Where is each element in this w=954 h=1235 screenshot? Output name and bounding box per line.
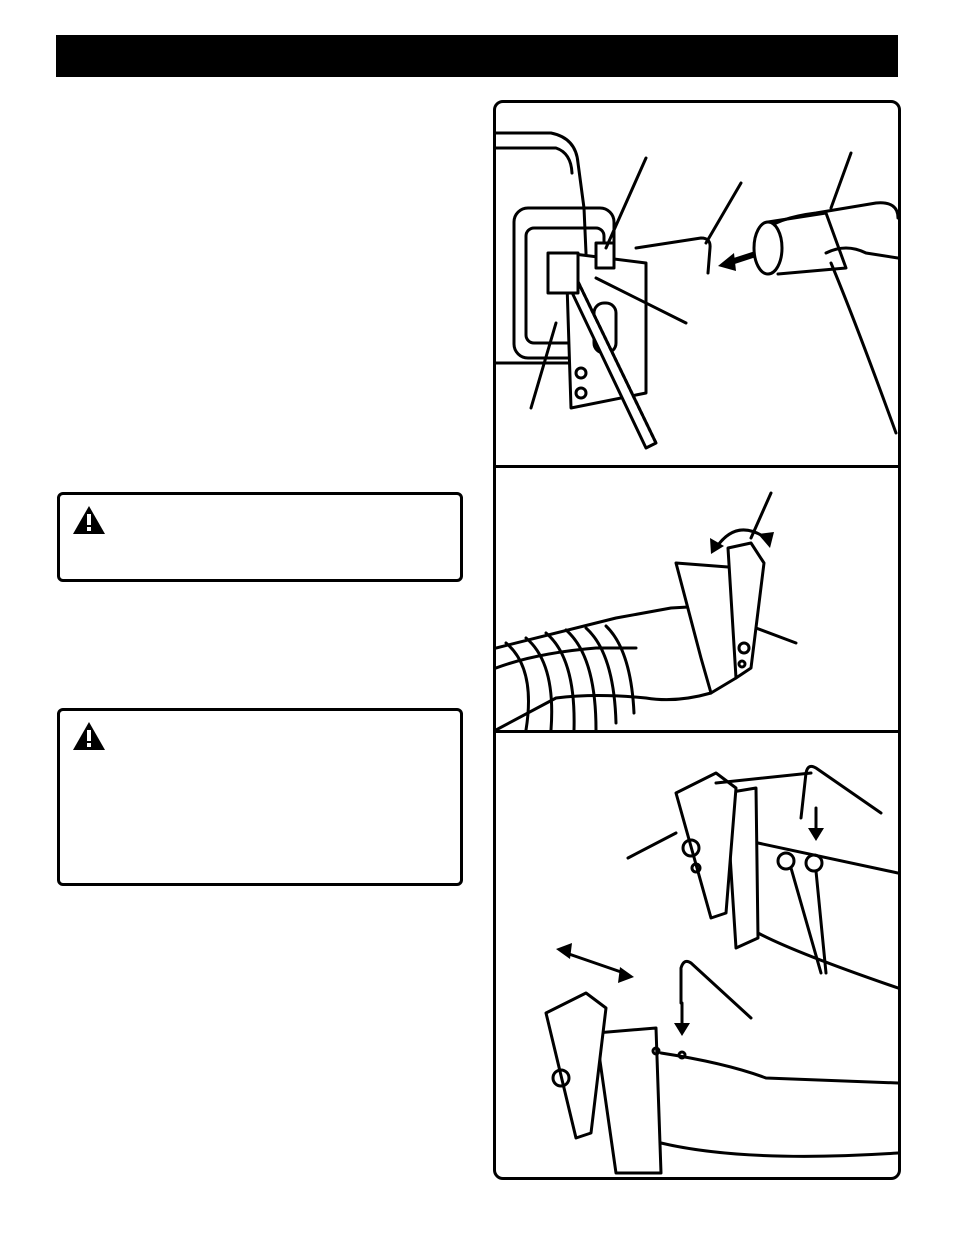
figure-panel-shoe-adjust (496, 733, 898, 1177)
figure-panel-shoe-rotation (496, 468, 898, 730)
warning-box-2 (57, 708, 463, 886)
reciprocating-saw-blade-clamp-illustration (496, 131, 898, 450)
shoe-adjustment-hex-key-illustration (544, 764, 898, 1175)
warning-triangle-icon (73, 506, 105, 534)
panel-divider-1 (496, 465, 898, 468)
warning-box-1 (57, 492, 463, 582)
saw-shoe-rotation-illustration (496, 491, 798, 730)
header-bar (56, 35, 898, 77)
warning-triangle-icon (73, 722, 105, 750)
panel-divider-2 (496, 730, 898, 733)
figure-frame (493, 100, 901, 1180)
figure-panel-blade-clamp (496, 103, 898, 465)
